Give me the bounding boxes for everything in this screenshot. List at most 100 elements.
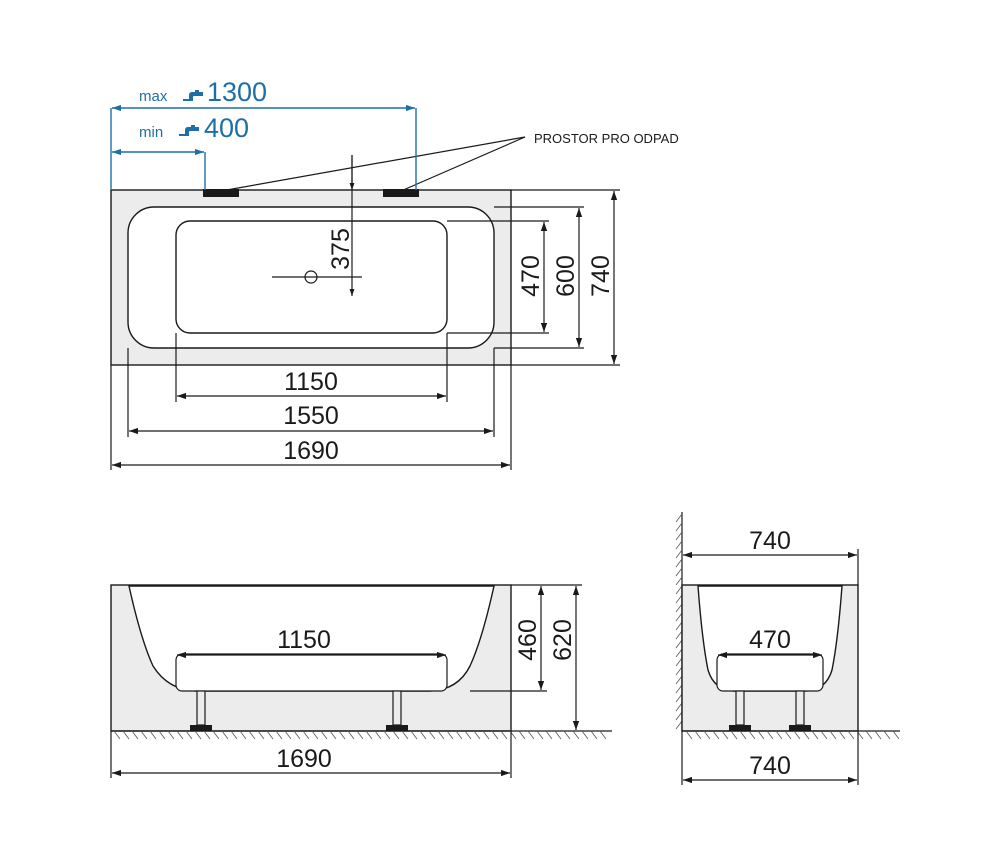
hatch-stroke: [347, 730, 355, 740]
hatch-stroke: [329, 730, 337, 740]
dim-1550-label: 1550: [283, 402, 339, 430]
hatch-stroke: [536, 730, 544, 740]
hatch-stroke: [473, 730, 481, 740]
hatch-stroke: [122, 730, 130, 740]
hatch-stroke: [838, 730, 846, 740]
hatch-stroke: [284, 730, 292, 740]
hatch-stroke: [675, 630, 683, 640]
hatch-stroke: [464, 730, 472, 740]
hatch-stroke: [675, 522, 683, 532]
leg-end-foot-right: [789, 725, 811, 731]
leg-end-right: [795, 690, 805, 726]
hatch-stroke: [320, 730, 328, 740]
end-dim-top-740-label: 740: [749, 527, 791, 555]
hatch-stroke: [149, 730, 157, 740]
hatch-stroke: [221, 730, 229, 740]
hatch-stroke: [545, 730, 553, 740]
side-view: 1150 1690 460 620: [110, 584, 612, 778]
hatch-stroke: [675, 558, 683, 568]
hatch-stroke: [784, 730, 792, 740]
leg-right: [392, 690, 402, 726]
hatch-stroke: [675, 648, 683, 658]
hatch-stroke: [675, 666, 683, 676]
side-dim-1690-label: 1690: [276, 745, 332, 773]
side-dim-620-label: 620: [549, 619, 577, 661]
hatch-stroke: [590, 730, 598, 740]
hatch-stroke: [675, 621, 683, 631]
hatch-stroke: [829, 730, 837, 740]
hatch-stroke: [675, 639, 683, 649]
hatch-stroke: [410, 730, 418, 740]
faucet-icon: [179, 125, 199, 136]
drain-callout-label: PROSTOR PRO ODPAD: [534, 131, 679, 146]
hatch-stroke: [419, 730, 427, 740]
hatch-stroke: [257, 730, 265, 740]
hatch-stroke: [446, 730, 454, 740]
hatch-stroke: [675, 549, 683, 559]
hatch-stroke: [311, 730, 319, 740]
hatch-stroke: [865, 730, 873, 740]
hatch-stroke: [302, 730, 310, 740]
hatch-stroke: [455, 730, 463, 740]
hatch-stroke: [811, 730, 819, 740]
leg-foot-right: [386, 725, 408, 731]
hatch-stroke: [482, 730, 490, 740]
hatch-stroke: [293, 730, 301, 740]
hatch-stroke: [874, 730, 882, 740]
side-dim-460-label: 460: [514, 619, 542, 661]
dim-600-label: 600: [552, 255, 580, 297]
hatch-stroke: [675, 576, 683, 586]
hatch-stroke: [158, 730, 166, 740]
hatch-stroke: [131, 730, 139, 740]
end-dim-bottom-740-label: 740: [749, 752, 791, 780]
hatch-stroke: [392, 730, 400, 740]
hatch-stroke: [356, 730, 364, 740]
leg-foot-left: [190, 725, 212, 731]
hatch-stroke: [757, 730, 765, 740]
hatch-stroke: [675, 684, 683, 694]
hatch-stroke: [491, 730, 499, 740]
dim-1150-label: 1150: [284, 368, 338, 396]
faucet-min-value: 400: [204, 113, 249, 143]
hatch-stroke: [212, 730, 220, 740]
hatch-stroke: [194, 730, 202, 740]
dim-375-label: 375: [327, 228, 355, 270]
hatch-stroke: [554, 730, 562, 740]
hatch-stroke: [793, 730, 801, 740]
hatch-stroke: [230, 730, 238, 740]
hatch-stroke: [802, 730, 810, 740]
drain-callout-line-right: [400, 136, 526, 192]
hatch-stroke: [775, 730, 783, 740]
end-view: 740 470 740: [675, 512, 900, 785]
hatch-stroke: [374, 730, 382, 740]
hatch-stroke: [176, 730, 184, 740]
hatch-stroke: [338, 730, 346, 740]
leg-end-foot-left: [729, 725, 751, 731]
hatch-stroke: [739, 730, 747, 740]
hatch-stroke: [203, 730, 211, 740]
drain-space-right: [383, 189, 419, 197]
faucet-min-label: min: [139, 124, 163, 141]
hatch-stroke: [167, 730, 175, 740]
hatch-stroke: [428, 730, 436, 740]
hatch-stroke: [730, 730, 738, 740]
hatch-stroke: [847, 730, 855, 740]
hatch-stroke: [675, 675, 683, 685]
hatch-stroke: [675, 702, 683, 712]
tub-floor-end: [716, 653, 824, 692]
hatch-stroke: [883, 730, 891, 740]
hatch-stroke: [563, 730, 571, 740]
leg-end-left: [735, 690, 745, 726]
hatch-stroke: [675, 720, 683, 730]
end-dim-470-label: 470: [749, 626, 791, 654]
hatch-stroke: [748, 730, 756, 740]
side-dim-1150-label: 1150: [277, 626, 331, 654]
faucet-icon: [183, 90, 203, 101]
dim-470-label: 470: [517, 255, 545, 297]
hatch-stroke: [685, 730, 693, 740]
hatch-stroke: [248, 730, 256, 740]
hatch-stroke: [892, 730, 900, 740]
dim-1690-label: 1690: [283, 437, 339, 465]
hatch-stroke: [694, 730, 702, 740]
